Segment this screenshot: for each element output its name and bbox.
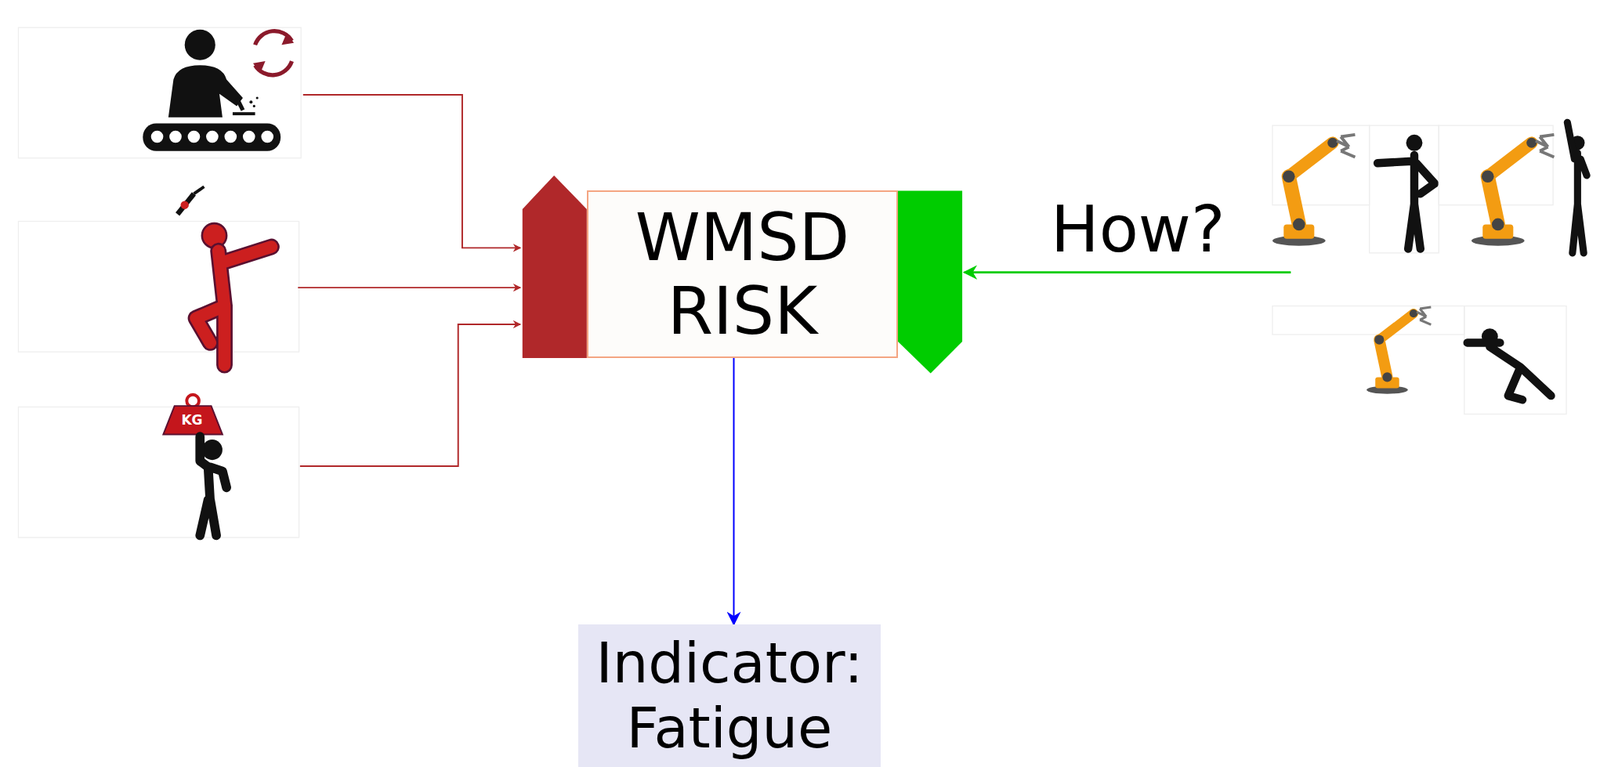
connector-arrow xyxy=(733,358,735,625)
node-text: Indicator: Fatigue xyxy=(586,630,873,761)
indicator-box: Indicator: Fatigue xyxy=(578,624,881,767)
node-text: WMSD RISK xyxy=(596,200,889,348)
question-label: How? xyxy=(1050,197,1225,262)
risk-box: WMSD RISK xyxy=(586,190,898,359)
weight-label: KG xyxy=(180,413,203,428)
